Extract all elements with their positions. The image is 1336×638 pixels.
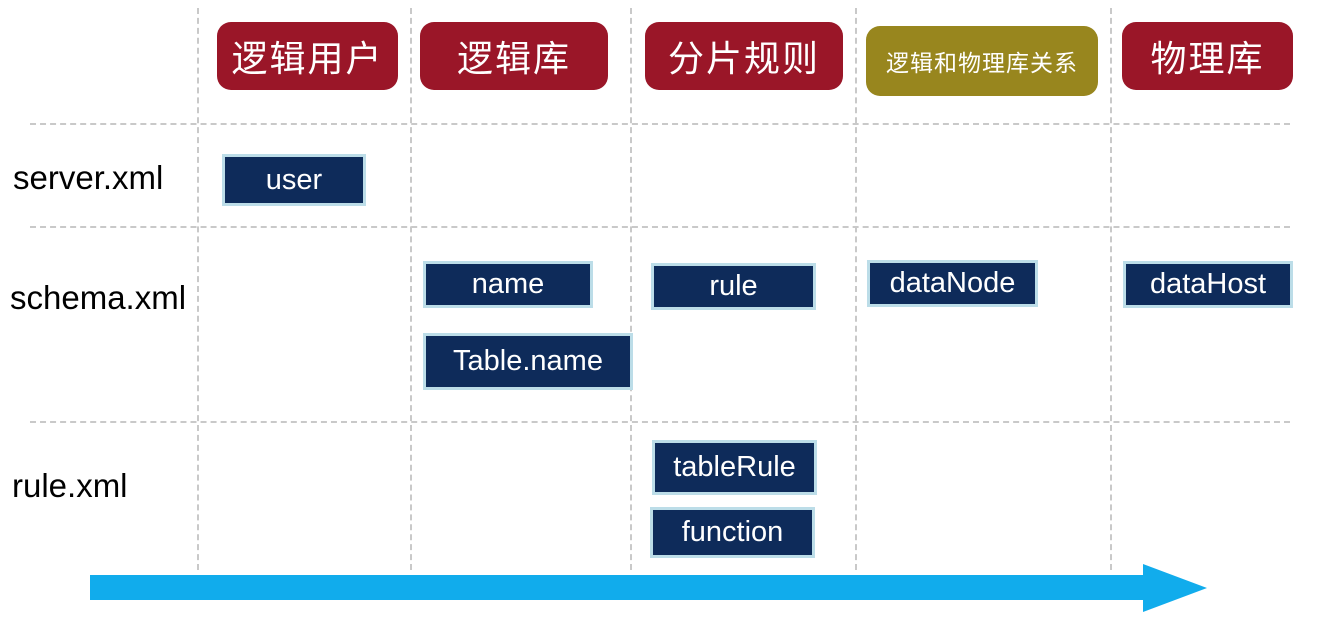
node-rule: rule [651,263,816,310]
node-user: user [222,154,366,206]
node-table-name: Table.name [423,333,633,390]
grid-vline-2 [410,8,412,570]
node-datahost: dataHost [1123,261,1293,308]
column-header-logical-db: 逻辑库 [420,22,608,90]
row-label-schema-xml: schema.xml [10,279,187,316]
column-header-logical-physical-relation: 逻辑和物理库关系 [866,26,1098,96]
node-datanode: dataNode [867,260,1038,307]
flow-arrow-head-icon [1143,564,1207,612]
column-header-logical-user: 逻辑用户 [217,22,398,90]
node-function: function [650,507,815,558]
grid-vline-3 [630,8,632,570]
grid-vline-1 [197,8,199,570]
column-header-sharding-rule: 分片规则 [645,22,843,90]
flow-arrow-body [90,575,1143,600]
grid-hline-1 [30,123,1290,125]
grid-vline-4 [855,8,857,570]
grid-hline-3 [30,421,1290,423]
node-tablerule: tableRule [652,440,817,495]
grid-vline-5 [1110,8,1112,570]
node-name: name [423,261,593,308]
row-label-rule-xml: rule.xml [12,467,128,504]
column-header-physical-db: 物理库 [1122,22,1293,90]
row-label-server-xml: server.xml [13,159,164,196]
grid-hline-2 [30,226,1290,228]
